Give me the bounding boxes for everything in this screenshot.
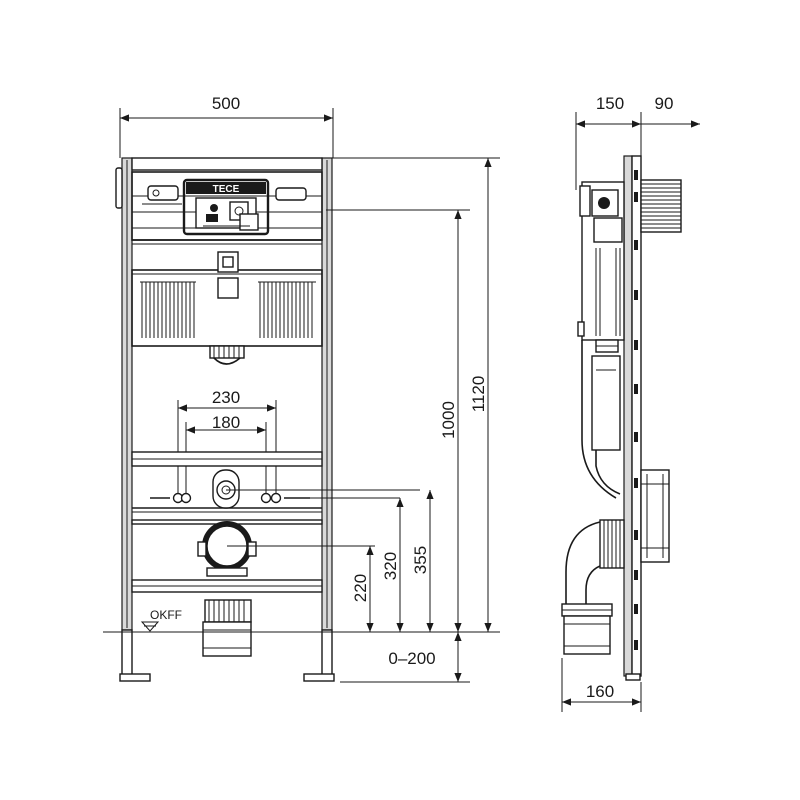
water-inlet [212, 469, 420, 509]
waste-connection [131, 519, 375, 577]
adjust-range-label: 0–200 [388, 649, 435, 668]
height-320-label: 320 [381, 552, 400, 580]
height-355-label: 355 [411, 546, 430, 574]
flush-plate-opening: TECE [182, 178, 270, 236]
bolt-spacing-dimensions: 230 180 [177, 388, 277, 498]
depth-dimensions-top: 150 90 [575, 94, 700, 190]
side-waste-bend [561, 519, 625, 655]
width-label: 500 [212, 94, 240, 113]
depth-160-label: 160 [586, 682, 614, 701]
side-profile-post [623, 155, 642, 681]
side-view: 150 90 [561, 94, 700, 712]
width-dimension: 500 [119, 94, 334, 158]
side-flush-pipe [581, 340, 621, 499]
side-connector [640, 469, 670, 563]
brand-logo-text: TECE [213, 184, 240, 195]
drain-pipe [202, 599, 252, 657]
bottom-crossbar [131, 579, 323, 593]
height-1000-label: 1000 [439, 401, 458, 439]
floor-level: OKFF [103, 608, 500, 633]
height-dimensions: 1120 1000 355 320 220 0–200 [326, 157, 500, 682]
depth-150-label: 150 [596, 94, 624, 113]
middle-crossbar [131, 451, 323, 513]
cistern-body [131, 239, 323, 365]
height-220-label: 220 [351, 574, 370, 602]
bolt-fixings [150, 492, 400, 504]
depth-90-label: 90 [655, 94, 674, 113]
top-crossbar [131, 157, 323, 171]
rib-panel-right [258, 281, 316, 338]
side-cistern [577, 181, 625, 353]
side-flush-frame [640, 179, 682, 233]
spacing-180-label: 180 [212, 413, 240, 432]
floor-level-label: OKFF [150, 608, 182, 622]
front-view: 500 TECE [103, 94, 500, 683]
spacing-230-label: 230 [212, 388, 240, 407]
depth-dimension-bottom: 160 [561, 658, 642, 712]
rib-panel-left [140, 281, 196, 338]
height-1120-label: 1120 [469, 376, 488, 413]
frame-feet [119, 629, 335, 682]
